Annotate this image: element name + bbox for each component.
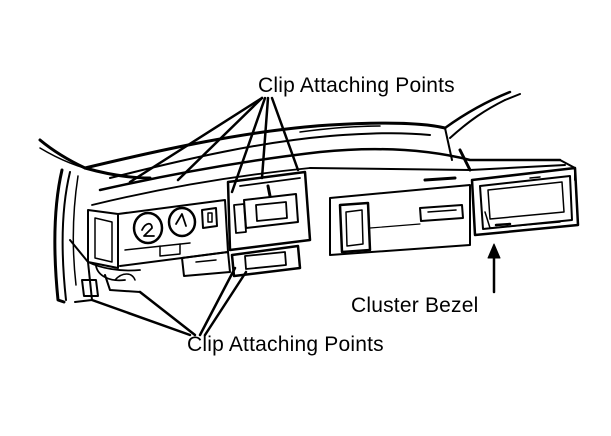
dash-top <box>91 147 576 206</box>
center-stack <box>181 170 312 278</box>
instrument-cluster <box>87 199 229 269</box>
leader-lines-bottom <box>90 266 248 337</box>
pointer-top-right <box>504 93 521 101</box>
lower-dash-left <box>69 239 141 303</box>
dash-right <box>329 176 471 256</box>
a-pillar-right <box>443 90 512 172</box>
bezel-arrow <box>487 243 501 294</box>
clip-attaching-points-bottom-label: Clip Attaching Points <box>187 333 384 356</box>
leader-lines-top <box>128 96 300 194</box>
windshield-edge <box>83 121 447 179</box>
cluster-bezel-label: Cluster Bezel <box>351 294 479 317</box>
clip-attaching-points-top-label: Clip Attaching Points <box>258 74 455 97</box>
cluster-bezel <box>470 166 580 237</box>
